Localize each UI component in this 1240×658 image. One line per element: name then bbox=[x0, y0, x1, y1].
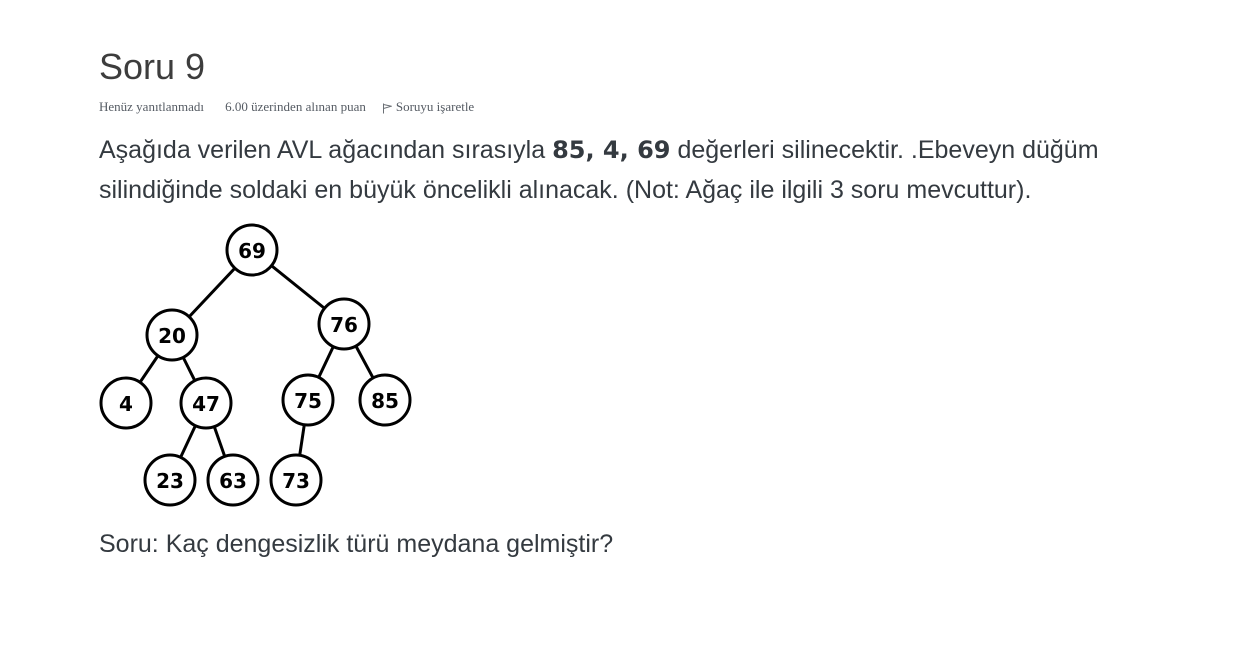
question-text-intro: Aşağıda verilen AVL ağacından sırasıyla bbox=[99, 136, 553, 164]
question-grade: 6.00 üzerinden alınan puan bbox=[225, 99, 366, 115]
question-text: Aşağıda verilen AVL ağacından sırasıyla … bbox=[99, 130, 1159, 210]
tree-node-4: 4 bbox=[99, 376, 153, 430]
tree-node-label: 4 bbox=[119, 392, 133, 416]
tree-node-73: 73 bbox=[269, 453, 323, 507]
tree-node-circle bbox=[179, 376, 233, 430]
tree-node-label: 85 bbox=[371, 389, 399, 413]
deleted-values: 85, 4, 69 bbox=[552, 136, 671, 164]
tree-node-circle bbox=[99, 376, 153, 430]
question-info: Henüz yanıtlanmadı 6.00 üzerinden alınan … bbox=[99, 97, 474, 116]
tree-node-circle bbox=[143, 453, 197, 507]
tree-node-label: 63 bbox=[219, 469, 247, 493]
tree-node-label: 20 bbox=[158, 324, 186, 348]
tree-node-63: 63 bbox=[206, 453, 260, 507]
tree-node-label: 76 bbox=[330, 313, 358, 337]
tree-node-circle bbox=[358, 373, 412, 427]
tree-node-label: 69 bbox=[238, 239, 266, 263]
tree-node-circle bbox=[145, 308, 199, 362]
tree-node-circle bbox=[206, 453, 260, 507]
tree-node-circle bbox=[281, 373, 335, 427]
tree-node-label: 47 bbox=[192, 392, 220, 416]
flag-icon bbox=[382, 103, 392, 114]
flag-question-link[interactable]: Soruyu işaretle bbox=[382, 98, 475, 115]
question-title: Soru 9 bbox=[99, 46, 206, 87]
tree-node-85: 85 bbox=[358, 373, 412, 427]
tree-node-47: 47 bbox=[179, 376, 233, 430]
sub-question-text: Soru: Kaç dengesizlik türü meydana gelmi… bbox=[99, 530, 614, 558]
tree-node-circle bbox=[317, 297, 371, 351]
tree-node-circle bbox=[269, 453, 323, 507]
tree-node-circle bbox=[225, 223, 279, 277]
tree-node-23: 23 bbox=[143, 453, 197, 507]
tree-node-label: 23 bbox=[156, 469, 184, 493]
avl-tree-diagram: 69 20 76 4 47 75 85 23 63 73 bbox=[99, 223, 412, 507]
question-text-rest: değerleri silinecektir. .Ebeveyn düğüm s… bbox=[99, 136, 1099, 204]
tree-node-label: 73 bbox=[282, 469, 310, 493]
flag-question-label: Soruyu işaretle bbox=[395, 99, 475, 115]
tree-node-76: 76 bbox=[317, 297, 371, 351]
tree-node-75: 75 bbox=[281, 373, 335, 427]
question-status: Henüz yanıtlanmadı bbox=[99, 99, 205, 115]
tree-node-20: 20 bbox=[145, 308, 199, 362]
tree-node-label: 75 bbox=[294, 389, 322, 413]
tree-node-69: 69 bbox=[225, 223, 279, 277]
